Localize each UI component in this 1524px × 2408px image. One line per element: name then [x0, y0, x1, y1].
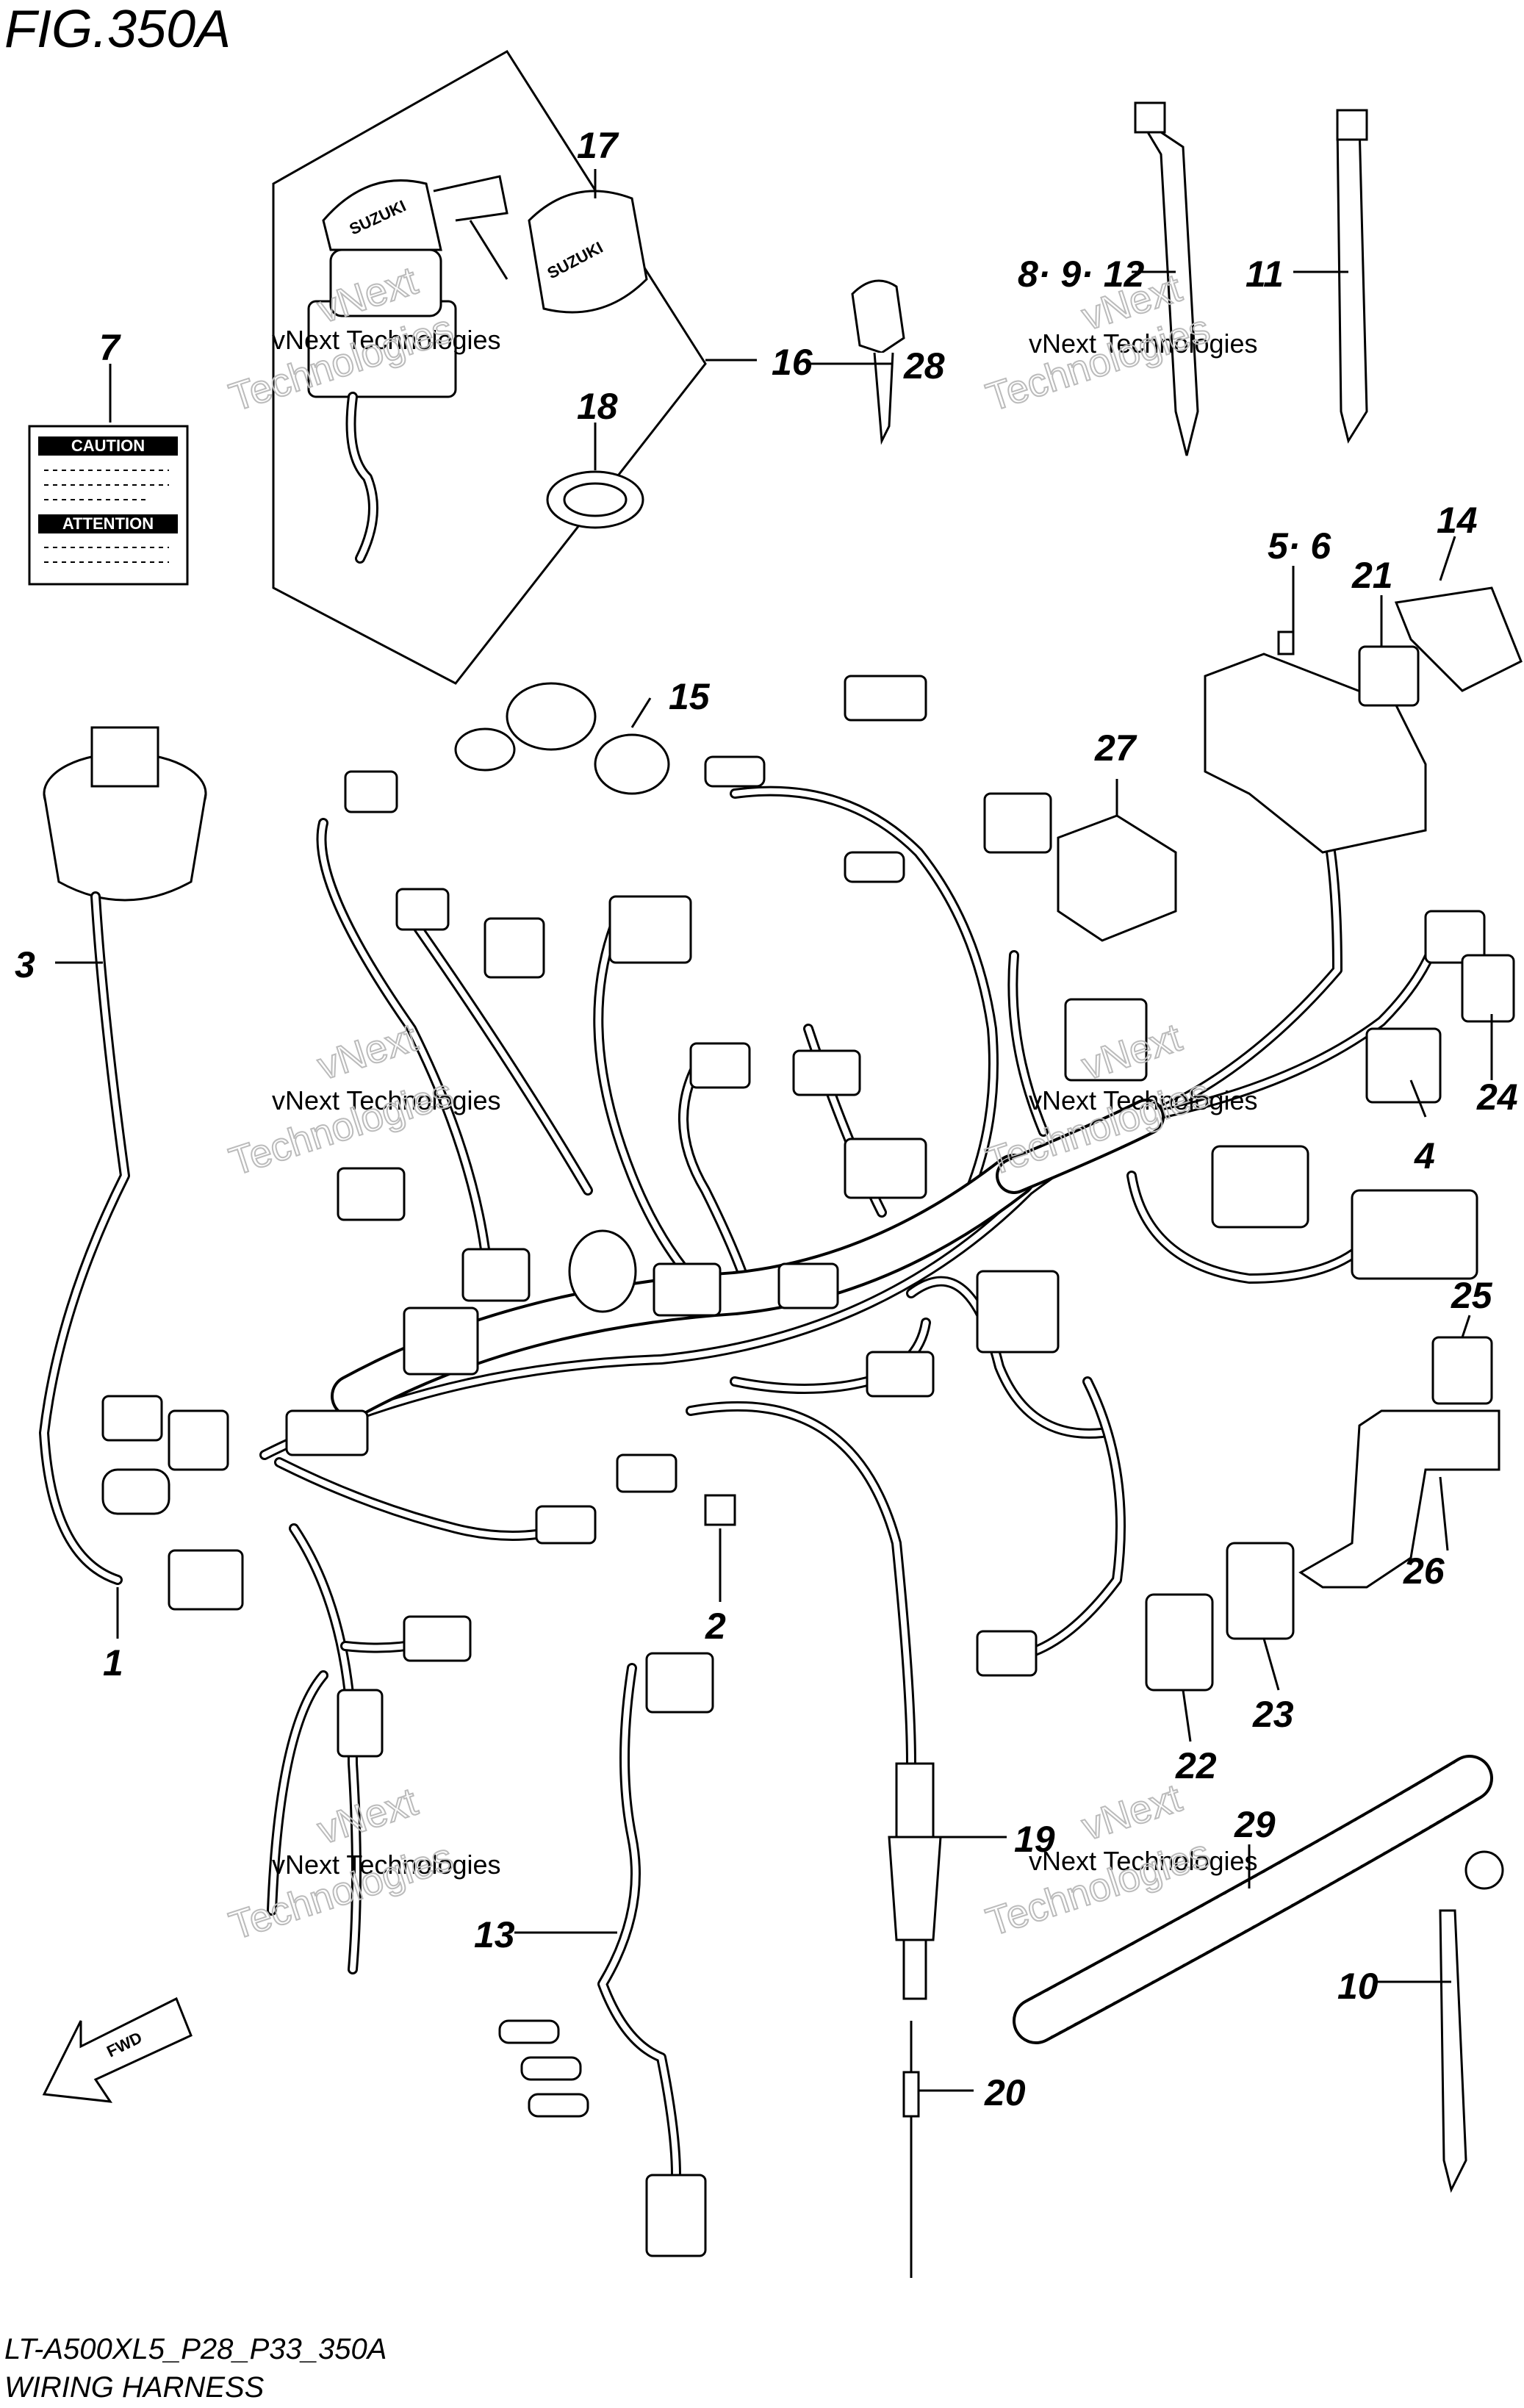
watermark-text: vNext Technologies [1029, 1846, 1258, 1876]
callout-1: 1 [103, 1642, 123, 1683]
callout-3: 3 [15, 944, 35, 985]
leader-lines [55, 169, 1493, 2092]
corrugated-tube-29 [1013, 1755, 1493, 2044]
watermark-text: vNext Technologies [1029, 1085, 1258, 1115]
key-cap: SUZUKI [528, 190, 648, 314]
callout-15: 15 [669, 676, 711, 717]
drawing-code: LT-A500XL5_P28_P33_350A [4, 2333, 387, 2365]
callout-16: 16 [772, 342, 813, 383]
fuse-box [1204, 586, 1523, 854]
harness-connectors [101, 675, 1515, 1758]
callout-28: 28 [903, 345, 945, 387]
callout-5-6: 5· 6 [1268, 525, 1331, 567]
callout-18: 18 [577, 386, 618, 427]
bracket-26 [1298, 1409, 1500, 1589]
key-28 [851, 279, 905, 445]
main-harness [259, 786, 1438, 1974]
caution-label: CAUTION ATTENTION [28, 425, 189, 586]
ignition-switch-group: SUZUKI SUZUKI [272, 49, 707, 685]
callout-8-9-12: 8· 9· 12 [1018, 254, 1145, 295]
watermark-text: vNext Technologies [1029, 328, 1258, 359]
figure-title: FIG.350A [4, 0, 231, 59]
connector-covers [704, 1336, 1493, 1692]
callout-22: 22 [1175, 1745, 1217, 1786]
callout-21: 21 [1351, 555, 1393, 596]
callout-13: 13 [474, 1914, 515, 1955]
sub-harness-13 [498, 1652, 714, 2257]
callout-24: 24 [1476, 1077, 1518, 1118]
watermark-text: vNext Technologies [272, 325, 501, 355]
callout-27: 27 [1094, 727, 1137, 769]
relay-27 [1057, 814, 1177, 942]
callout-2: 2 [705, 1606, 726, 1647]
callout-29: 29 [1234, 1804, 1276, 1845]
spring-20 [902, 2021, 920, 2278]
callout-11: 11 [1246, 254, 1284, 295]
callout-19: 19 [1014, 1819, 1055, 1860]
attention-text: ATTENTION [62, 514, 154, 533]
oxygen-sensor-19 [888, 1762, 942, 2000]
ignition-switch: SUZUKI [307, 175, 508, 564]
fwd-arrow: FWD [42, 1997, 193, 2103]
ring-nut [546, 470, 644, 529]
callouts: 1 2 3 4 5· 6 7 8· 9· 12 10 11 13 14 15 1… [15, 125, 1518, 2113]
callout-17: 17 [577, 125, 619, 166]
watermark-outline-1: vNext [1076, 1776, 1187, 1850]
callout-25: 25 [1451, 1275, 1493, 1316]
round-connector-3 [39, 726, 207, 1585]
callout-20: 20 [984, 2072, 1026, 2113]
caution-text: CAUTION [71, 436, 145, 455]
watermark-text: vNext Technologies [272, 1085, 501, 1115]
callout-23: 23 [1252, 1694, 1294, 1735]
cable-ties [1134, 101, 1504, 2193]
watermark-outline-1: vNext [312, 1780, 423, 1853]
drawing-name: WIRING HARNESS [4, 2371, 265, 2404]
callout-26: 26 [1403, 1550, 1445, 1592]
watermark-text: vNext Technologies [272, 1850, 501, 1880]
callout-14: 14 [1437, 500, 1478, 541]
watermark-outline-1: vNext [312, 1016, 423, 1089]
callout-10: 10 [1337, 1966, 1379, 2007]
callout-7: 7 [99, 327, 121, 368]
callout-4: 4 [1414, 1135, 1435, 1176]
socket-connector-15 [454, 682, 670, 795]
